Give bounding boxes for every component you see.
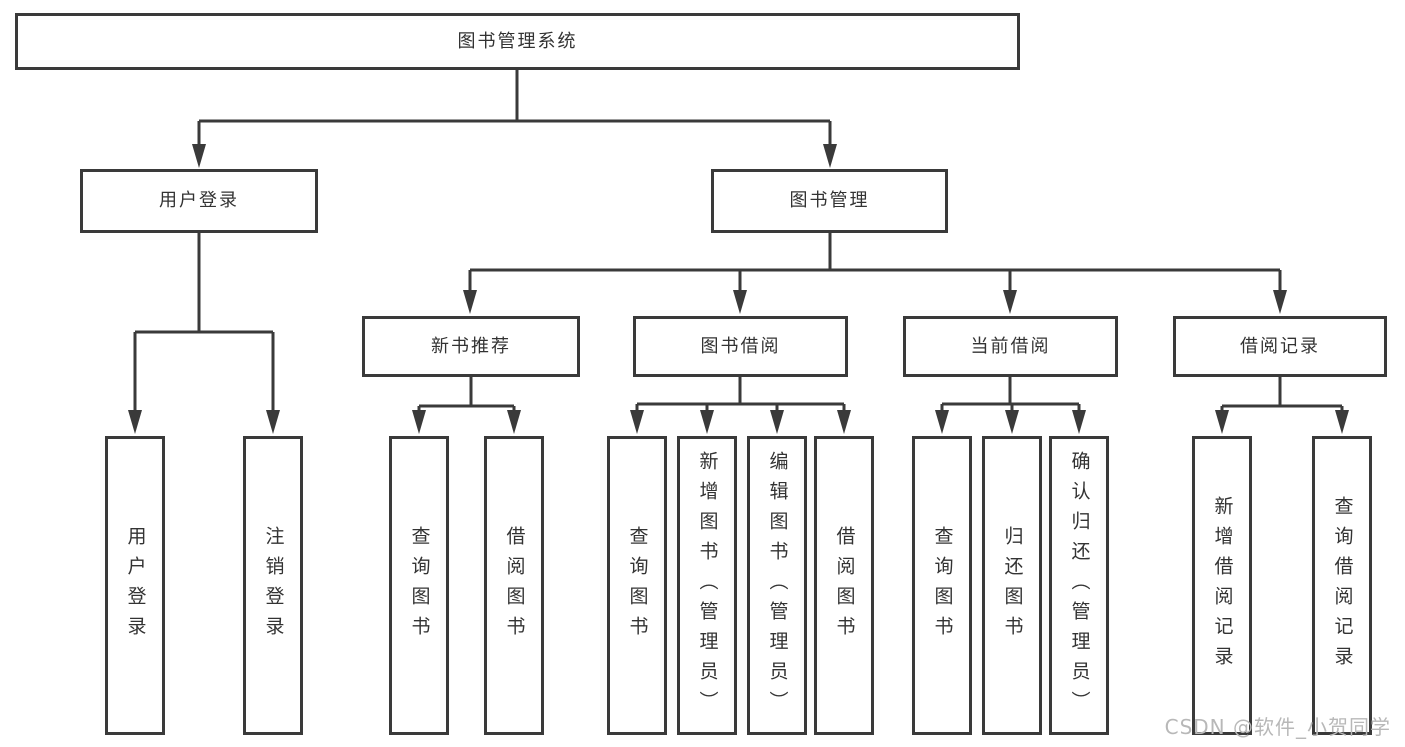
node-label: 当前借阅 (970, 335, 1051, 357)
connector-user-login-children (128, 233, 280, 434)
arrowhead-icon (1005, 410, 1019, 434)
node-label: 查询图书 (626, 525, 649, 646)
node-new-book-recommend: 新书推荐 (362, 316, 580, 377)
leaf-user-login: 用户登录 (105, 436, 165, 735)
node-label: 借阅图书 (503, 525, 526, 646)
connector-root-to-level2 (192, 70, 837, 168)
node-book-management: 图书管理 (711, 169, 948, 233)
node-user-login: 用户登录 (80, 169, 318, 233)
arrowhead-icon (1215, 410, 1229, 434)
node-label: 借阅记录 (1240, 335, 1320, 357)
arrowhead-icon (630, 410, 644, 434)
arrowhead-icon (700, 410, 714, 434)
leaf-add-borrow-record: 新增借阅记录 (1192, 436, 1252, 735)
node-label: 图书借阅 (700, 335, 781, 357)
arrowhead-icon (266, 410, 280, 434)
arrowhead-icon (1335, 410, 1349, 434)
leaf-confirm-return-admin: 确认归还（管理员） (1049, 436, 1109, 735)
node-book-borrow: 图书借阅 (633, 316, 848, 377)
node-label: 注销登录 (262, 525, 285, 646)
node-root-system: 图书管理系统 (15, 13, 1020, 70)
arrowhead-icon (837, 410, 851, 434)
arrowhead-icon (823, 144, 837, 168)
arrowhead-icon (192, 144, 206, 168)
node-label: 确认归还（管理员） (1068, 450, 1091, 721)
node-borrow-records: 借阅记录 (1173, 316, 1387, 377)
node-label: 新增借阅记录 (1211, 495, 1234, 676)
node-label: 借阅图书 (833, 525, 856, 646)
leaf-logout: 注销登录 (243, 436, 303, 735)
node-label: 查询借阅记录 (1331, 495, 1354, 676)
node-current-borrow: 当前借阅 (903, 316, 1118, 377)
leaf-query-books-borrow: 查询图书 (607, 436, 667, 735)
connector-borrow-records-children (1215, 377, 1349, 434)
arrowhead-icon (770, 410, 784, 434)
arrowhead-icon (733, 290, 747, 314)
leaf-borrow-books: 借阅图书 (814, 436, 874, 735)
arrowhead-icon (1072, 410, 1086, 434)
node-label: 新增图书（管理员） (696, 450, 719, 721)
leaf-borrow-books-recommend: 借阅图书 (484, 436, 544, 735)
connector-book-borrow-children (630, 377, 851, 434)
leaf-query-books-current: 查询图书 (912, 436, 972, 735)
node-label: 编辑图书（管理员） (766, 450, 789, 721)
node-label: 图书管理 (789, 190, 870, 212)
node-label: 新书推荐 (431, 335, 511, 357)
arrowhead-icon (1273, 290, 1287, 314)
arrowhead-icon (463, 290, 477, 314)
node-label: 查询图书 (931, 525, 954, 646)
arrowhead-icon (935, 410, 949, 434)
leaf-query-books-recommend: 查询图书 (389, 436, 449, 735)
node-label: 用户登录 (159, 190, 239, 212)
connector-new-book-children (412, 377, 521, 434)
csdn-watermark: CSDN @软件_小贺同学 (1164, 715, 1391, 739)
leaf-return-book: 归还图书 (982, 436, 1042, 735)
connector-book-management-children (463, 233, 1287, 314)
arrowhead-icon (128, 410, 142, 434)
connector-current-borrow-children (935, 377, 1086, 434)
leaf-query-borrow-record: 查询借阅记录 (1312, 436, 1372, 735)
arrowhead-icon (507, 410, 521, 434)
leaf-edit-book-admin: 编辑图书（管理员） (747, 436, 807, 735)
node-label: 归还图书 (1001, 525, 1024, 646)
arrowhead-icon (412, 410, 426, 434)
node-label: 图书管理系统 (457, 30, 578, 52)
leaf-add-book-admin: 新增图书（管理员） (677, 436, 737, 735)
node-label: 查询图书 (408, 525, 431, 646)
node-label: 用户登录 (124, 525, 147, 646)
arrowhead-icon (1003, 290, 1017, 314)
